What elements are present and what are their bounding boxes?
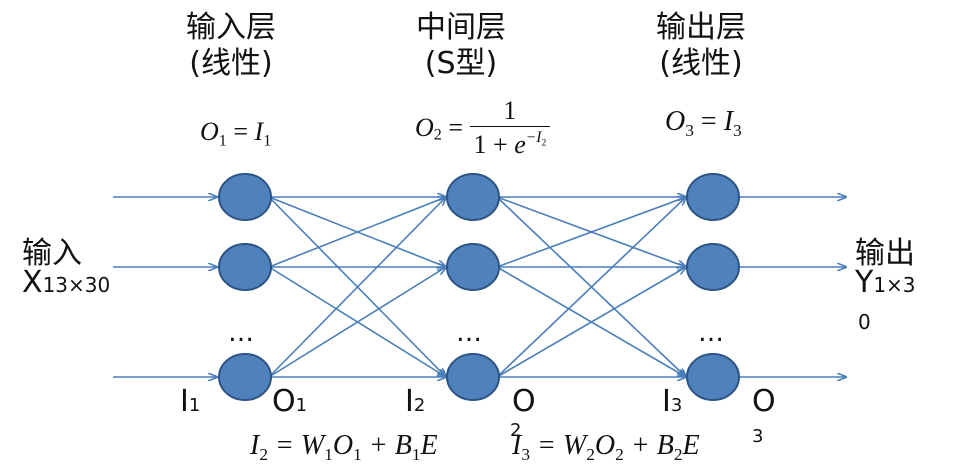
input-layer-title: 输入层	[186, 10, 276, 45]
input-layer-type: (线性)	[189, 46, 273, 81]
hidden-layer-type: (S型)	[424, 46, 498, 81]
hidden-layer-title: 中间层	[416, 10, 506, 45]
edge-l2-n3-to-n1	[496, 197, 686, 378]
ellipsis-input: …	[228, 318, 254, 348]
edge-l1-n3-to-n1	[268, 197, 446, 378]
neurons	[218, 173, 740, 401]
label-o2-sub: 2	[510, 420, 522, 441]
label-i1: I1	[180, 384, 201, 419]
label-o2: O	[512, 384, 536, 419]
output-neuron-1	[686, 173, 740, 221]
input-neuron-1	[218, 173, 272, 221]
formula-o1: O1 = I1	[200, 117, 272, 150]
output-neuron-2	[686, 243, 740, 291]
hidden-neuron-2	[446, 243, 500, 291]
ellipsis-output: …	[698, 318, 724, 348]
hidden-neuron-3	[446, 353, 500, 401]
input-var: X13×30	[22, 265, 111, 300]
formula-i3: I3 = W2O2 + B2E	[512, 430, 700, 465]
output-layer-type: (线性)	[659, 46, 743, 81]
label-o3: O	[752, 384, 776, 419]
formula-o2: O2 = 1 1 + e−I2	[415, 96, 551, 160]
connections	[113, 197, 846, 377]
edge-l1-n2-to-n1	[268, 197, 446, 268]
output-label: 输出	[855, 236, 915, 271]
edge-l2-n2-to-n1	[496, 197, 686, 268]
output-neuron-3	[686, 353, 740, 401]
input-neuron-2	[218, 243, 272, 291]
output-layer-title: 输出层	[656, 10, 746, 45]
output-var: Y1×3	[855, 265, 916, 300]
label-o3-sub: 3	[752, 426, 764, 447]
formula-i2: I2 = W1O1 + B1E	[250, 430, 438, 465]
ellipsis-hidden: …	[456, 318, 482, 348]
edge-l2-n3-to-n2	[496, 267, 686, 378]
formula-o3: O3 = I3	[665, 106, 742, 141]
label-i2: I2	[405, 384, 426, 419]
label-i3: I3	[662, 384, 683, 419]
edge-l1-n3-to-n2	[268, 267, 446, 378]
output-var-sub-wrap: 0	[858, 310, 871, 334]
input-neuron-3	[218, 353, 272, 401]
input-label: 输入	[22, 236, 82, 271]
hidden-neuron-1	[446, 173, 500, 221]
label-o1: O1	[272, 384, 308, 419]
